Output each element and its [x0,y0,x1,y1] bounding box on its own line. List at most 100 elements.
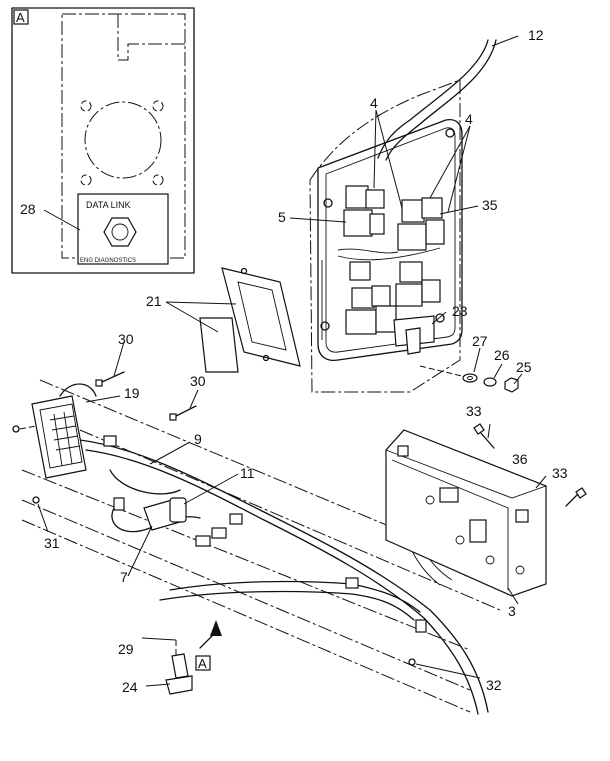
screw [12,425,20,433]
bracket-23-tab [405,327,421,355]
leader-lines [37,35,547,687]
screw-30-lower [169,405,197,421]
pigtail-connector [211,527,227,539]
plate-round-opening [84,101,162,179]
callout-3: 3 [508,603,516,619]
relay-panel-phantom [309,79,461,393]
callout-30-upper: 30 [118,331,134,347]
relay-left [343,185,385,237]
callout-25: 25 [516,359,532,375]
callouts: 12 4 4 5 35 21 23 27 26 25 30 30 19 9 11… [44,27,568,695]
junction-block-loop [59,383,97,397]
panel-bolt [323,198,333,208]
gasket-21 [199,267,301,373]
callout-35: 35 [482,197,498,213]
panel-wire [337,248,399,254]
callout-5: 5 [278,209,286,225]
panel-wire [337,247,441,261]
panel-bolt [435,313,445,323]
detail-tag-text: A [16,10,25,25]
view-reference-a: A [195,655,211,671]
screw-33-left [473,423,495,449]
rail-phantom [79,429,501,611]
gasket-opening [237,281,287,351]
callout-21: 21 [146,293,162,309]
callout-28: 28 [20,201,36,217]
diagnostic-connector-socket [111,223,129,241]
sensor-flange [165,675,193,695]
junction-block-19 [12,383,97,479]
leader-28 [43,209,81,231]
harness-trunk [79,439,489,713]
hose-12-edge [385,39,497,161]
detail-view-a: A DATA LINK ENG DIAGNOSTICS 28 [11,7,195,274]
panel-bolt [445,128,455,138]
plate-hole [80,100,92,112]
callout-19: 19 [124,385,140,401]
connector-11 [169,497,187,523]
panel-bolt [320,321,330,331]
harness-clip [415,619,427,633]
cluster-top-face [385,429,548,499]
callout-9: 9 [194,431,202,447]
hose-12 [377,39,489,159]
fastener-stack [419,365,519,393]
screw-31 [32,496,40,504]
callout-12: 12 [528,27,544,43]
callout-24: 24 [122,679,138,695]
screw-30-upper [95,371,125,387]
plate-notch [117,14,185,61]
callout-26: 26 [494,347,510,363]
sensor-24 [165,640,193,695]
view-reference-box [195,655,211,671]
callout-11: 11 [240,465,255,481]
detail-view-frame [11,7,195,274]
harness-branch-edge [159,590,415,621]
relay-panel-plate [317,118,463,362]
rail-phantom [21,469,471,651]
callout-4-right: 4 [465,111,473,127]
harness-trunk-edge [85,449,479,715]
washer-27 [462,373,478,383]
relay-bank-lower [345,261,441,335]
harness-clip [345,577,359,589]
gasket-frame [221,267,301,367]
lock-washer-26 [483,377,497,387]
rail-phantom [21,499,471,691]
eng-diagnostics-label: ENG DIAGNOSTICS [80,258,136,264]
detail-tag-box [13,9,29,25]
plate-hole [152,174,164,186]
fastener-centerline [419,365,463,377]
callout-33-right: 33 [552,465,568,481]
relay-panel-assembly [309,39,497,393]
frame-rail [21,379,501,713]
callout-30-lower: 30 [190,373,206,389]
diagnostic-connector-hex [103,217,137,247]
harness-clip [103,435,117,447]
callout-31: 31 [44,535,60,551]
callout-4-left: 4 [370,95,378,111]
view-arrow [199,620,222,649]
sensor-body [171,653,189,679]
rail-phantom [21,519,471,713]
screw-32 [408,658,416,666]
gasket-card [199,317,239,373]
view-reference-label: A [198,656,207,671]
harness-clip [229,513,243,525]
callout-27: 27 [472,333,488,349]
data-link-label: DATA LINK [86,200,131,210]
main-harness [79,435,489,715]
callout-23: 23 [452,303,468,319]
instrument-cluster-36 [385,429,548,597]
callout-7: 7 [120,569,128,585]
pigtail-connector [195,535,211,547]
plate-hole [80,174,92,186]
plate-hole [152,100,164,112]
nut-25 [504,377,519,393]
pigtail-connector [113,497,125,511]
rail-phantom [39,379,471,561]
callout-33-left: 33 [466,403,482,419]
harness-lead-9 [109,469,181,495]
